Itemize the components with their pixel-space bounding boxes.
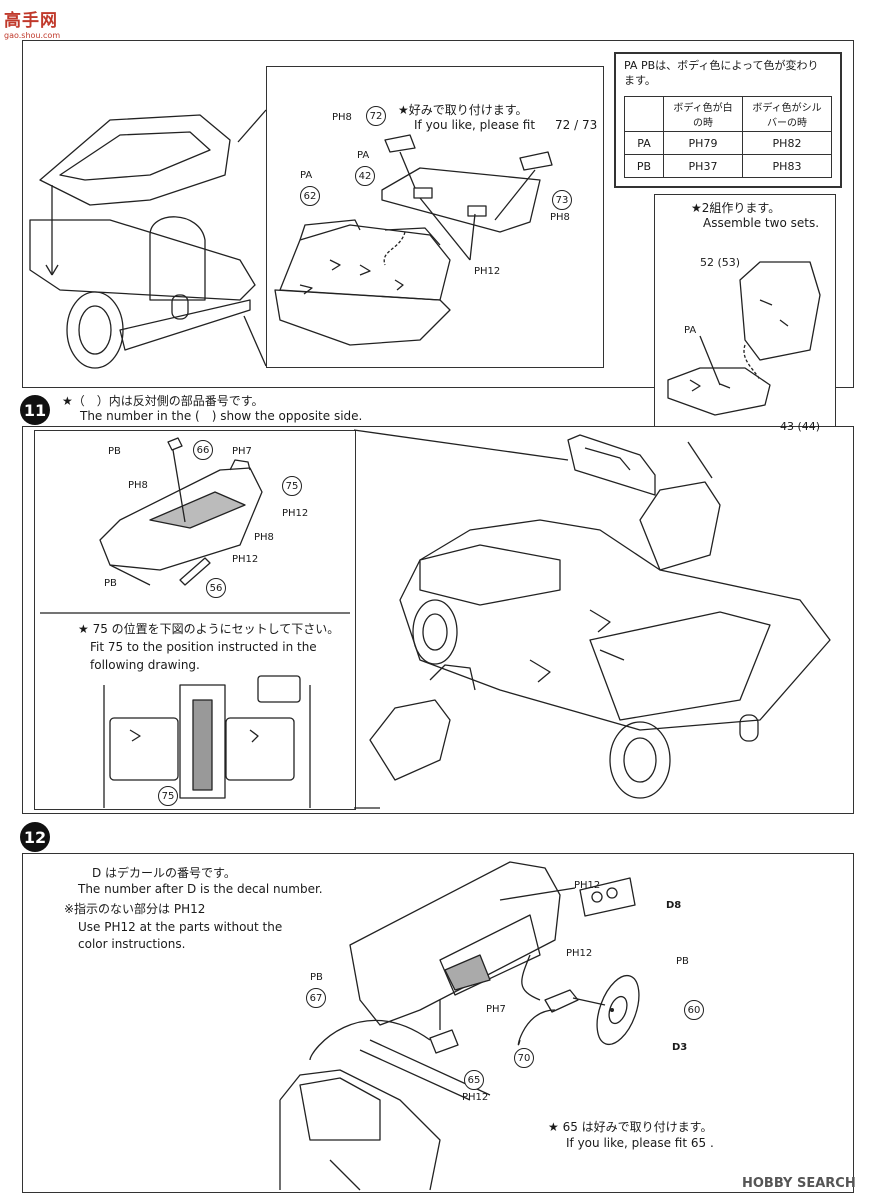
watermark-text: HOBBY SEARCH — [742, 1176, 856, 1191]
label-pa-seat: PA — [684, 325, 697, 336]
label-ph12-bot: PH12 — [462, 1092, 489, 1103]
callout-note-en: If you like, please fit — [414, 118, 536, 132]
label-d8: D8 — [666, 900, 682, 911]
part-56: 56 — [206, 578, 226, 598]
part-42: 42 — [355, 166, 375, 186]
label-pb-left: PB — [310, 972, 323, 983]
color-table-cell: PH82 — [742, 131, 832, 155]
section12-fit-jp: ★ 65 は好みで取り付けます。 — [548, 1120, 713, 1134]
step-11-badge: 11 — [20, 395, 50, 425]
section12-fit-en: If you like, please fit 65 . — [566, 1136, 714, 1150]
callout-parts: 72 / 73 — [555, 118, 598, 132]
label-ph8-73: PH8 — [550, 212, 570, 223]
label-ph12-a: PH12 — [282, 508, 309, 519]
color-table-cell: PH83 — [742, 154, 832, 178]
color-table-box: PA PBは、ボディ色によって色が変わります。 ボディ色が白の時 ボディ色がシル… — [614, 52, 842, 188]
color-table-col2: ボディ色がシルバーの時 — [742, 96, 832, 132]
section11-fit-jp: ★ 75 の位置を下図のようにセットして下さい。 — [78, 622, 340, 636]
section12-nocolor-jp: ※指示のない部分は PH12 — [64, 902, 206, 916]
site-logo: 高手网 gao.shou.com — [4, 6, 70, 40]
label-pa-top: PA — [357, 150, 370, 161]
label-ph12-top: PH12 — [574, 880, 601, 891]
seat-note-jp: ★2組作ります。 — [691, 201, 781, 215]
seat-callout: ★2組作ります。 Assemble two sets. — [654, 194, 836, 444]
part-70: 70 — [514, 1048, 534, 1068]
part-60: 60 — [684, 1000, 704, 1020]
label-ph7: PH7 — [232, 446, 252, 457]
logo-text: 高手网 — [4, 11, 58, 31]
part-75-bottom: 75 — [158, 786, 178, 806]
part-73: 73 — [552, 190, 572, 210]
part-75: 75 — [282, 476, 302, 496]
part-72: 72 — [366, 106, 386, 126]
callout-note-jp: ★好みで取り付けます。 — [398, 103, 528, 117]
label-ph8-a: PH8 — [128, 480, 148, 491]
seat-note-en: Assemble two sets. — [703, 216, 820, 230]
color-table-cell: PH37 — [663, 154, 743, 178]
label-pa-62: PA — [300, 170, 313, 181]
color-table-header: PA PBは、ボディ色によって色が変わります。 — [624, 59, 819, 87]
part-67: 67 — [306, 988, 326, 1008]
part-65: 65 — [464, 1070, 484, 1090]
label-ph12: PH12 — [474, 266, 501, 277]
label-ph8-b: PH8 — [254, 532, 274, 543]
section11-fit-en2: following drawing. — [90, 658, 200, 672]
label-ph8-72: PH8 — [332, 112, 352, 123]
section11-note-en: The number in the ( ) show the opposite … — [80, 409, 363, 423]
section11-note-jp: ★（ ）内は反対側の部品番号です。 — [62, 394, 264, 408]
label-pb-top: PB — [108, 446, 121, 457]
color-table-col1: ボディ色が白の時 — [663, 96, 743, 132]
part-52-53: 52 (53) — [700, 256, 741, 269]
label-pb-right: PB — [676, 956, 689, 967]
section12-decal-jp: D はデカールの番号です。 — [92, 866, 236, 880]
section12-decal-en: The number after D is the decal number. — [78, 882, 323, 896]
part-66: 66 — [193, 440, 213, 460]
color-table: ボディ色が白の時 ボディ色がシルバーの時 PA PH79 PH82 PB PH3… — [624, 96, 832, 178]
step-12-badge: 12 — [20, 822, 50, 852]
logo-subtext: gao.shou.com — [4, 31, 61, 40]
label-ph12-mid: PH12 — [566, 948, 593, 959]
section12-nocolor-en2: color instructions. — [78, 937, 186, 951]
label-pb-bot: PB — [104, 578, 117, 589]
part-62: 62 — [300, 186, 320, 206]
section11-fit-en1: Fit 75 to the position instructed in the — [90, 640, 317, 654]
color-table-row-label: PB — [624, 154, 664, 178]
label-ph7-s12: PH7 — [486, 1004, 506, 1015]
section12-nocolor-en1: Use PH12 at the parts without the — [78, 920, 283, 934]
label-d3: D3 — [672, 1042, 688, 1053]
label-ph12-b: PH12 — [232, 554, 259, 565]
section12-panel — [22, 853, 854, 1193]
part-43-44: 43 (44) — [780, 420, 821, 433]
